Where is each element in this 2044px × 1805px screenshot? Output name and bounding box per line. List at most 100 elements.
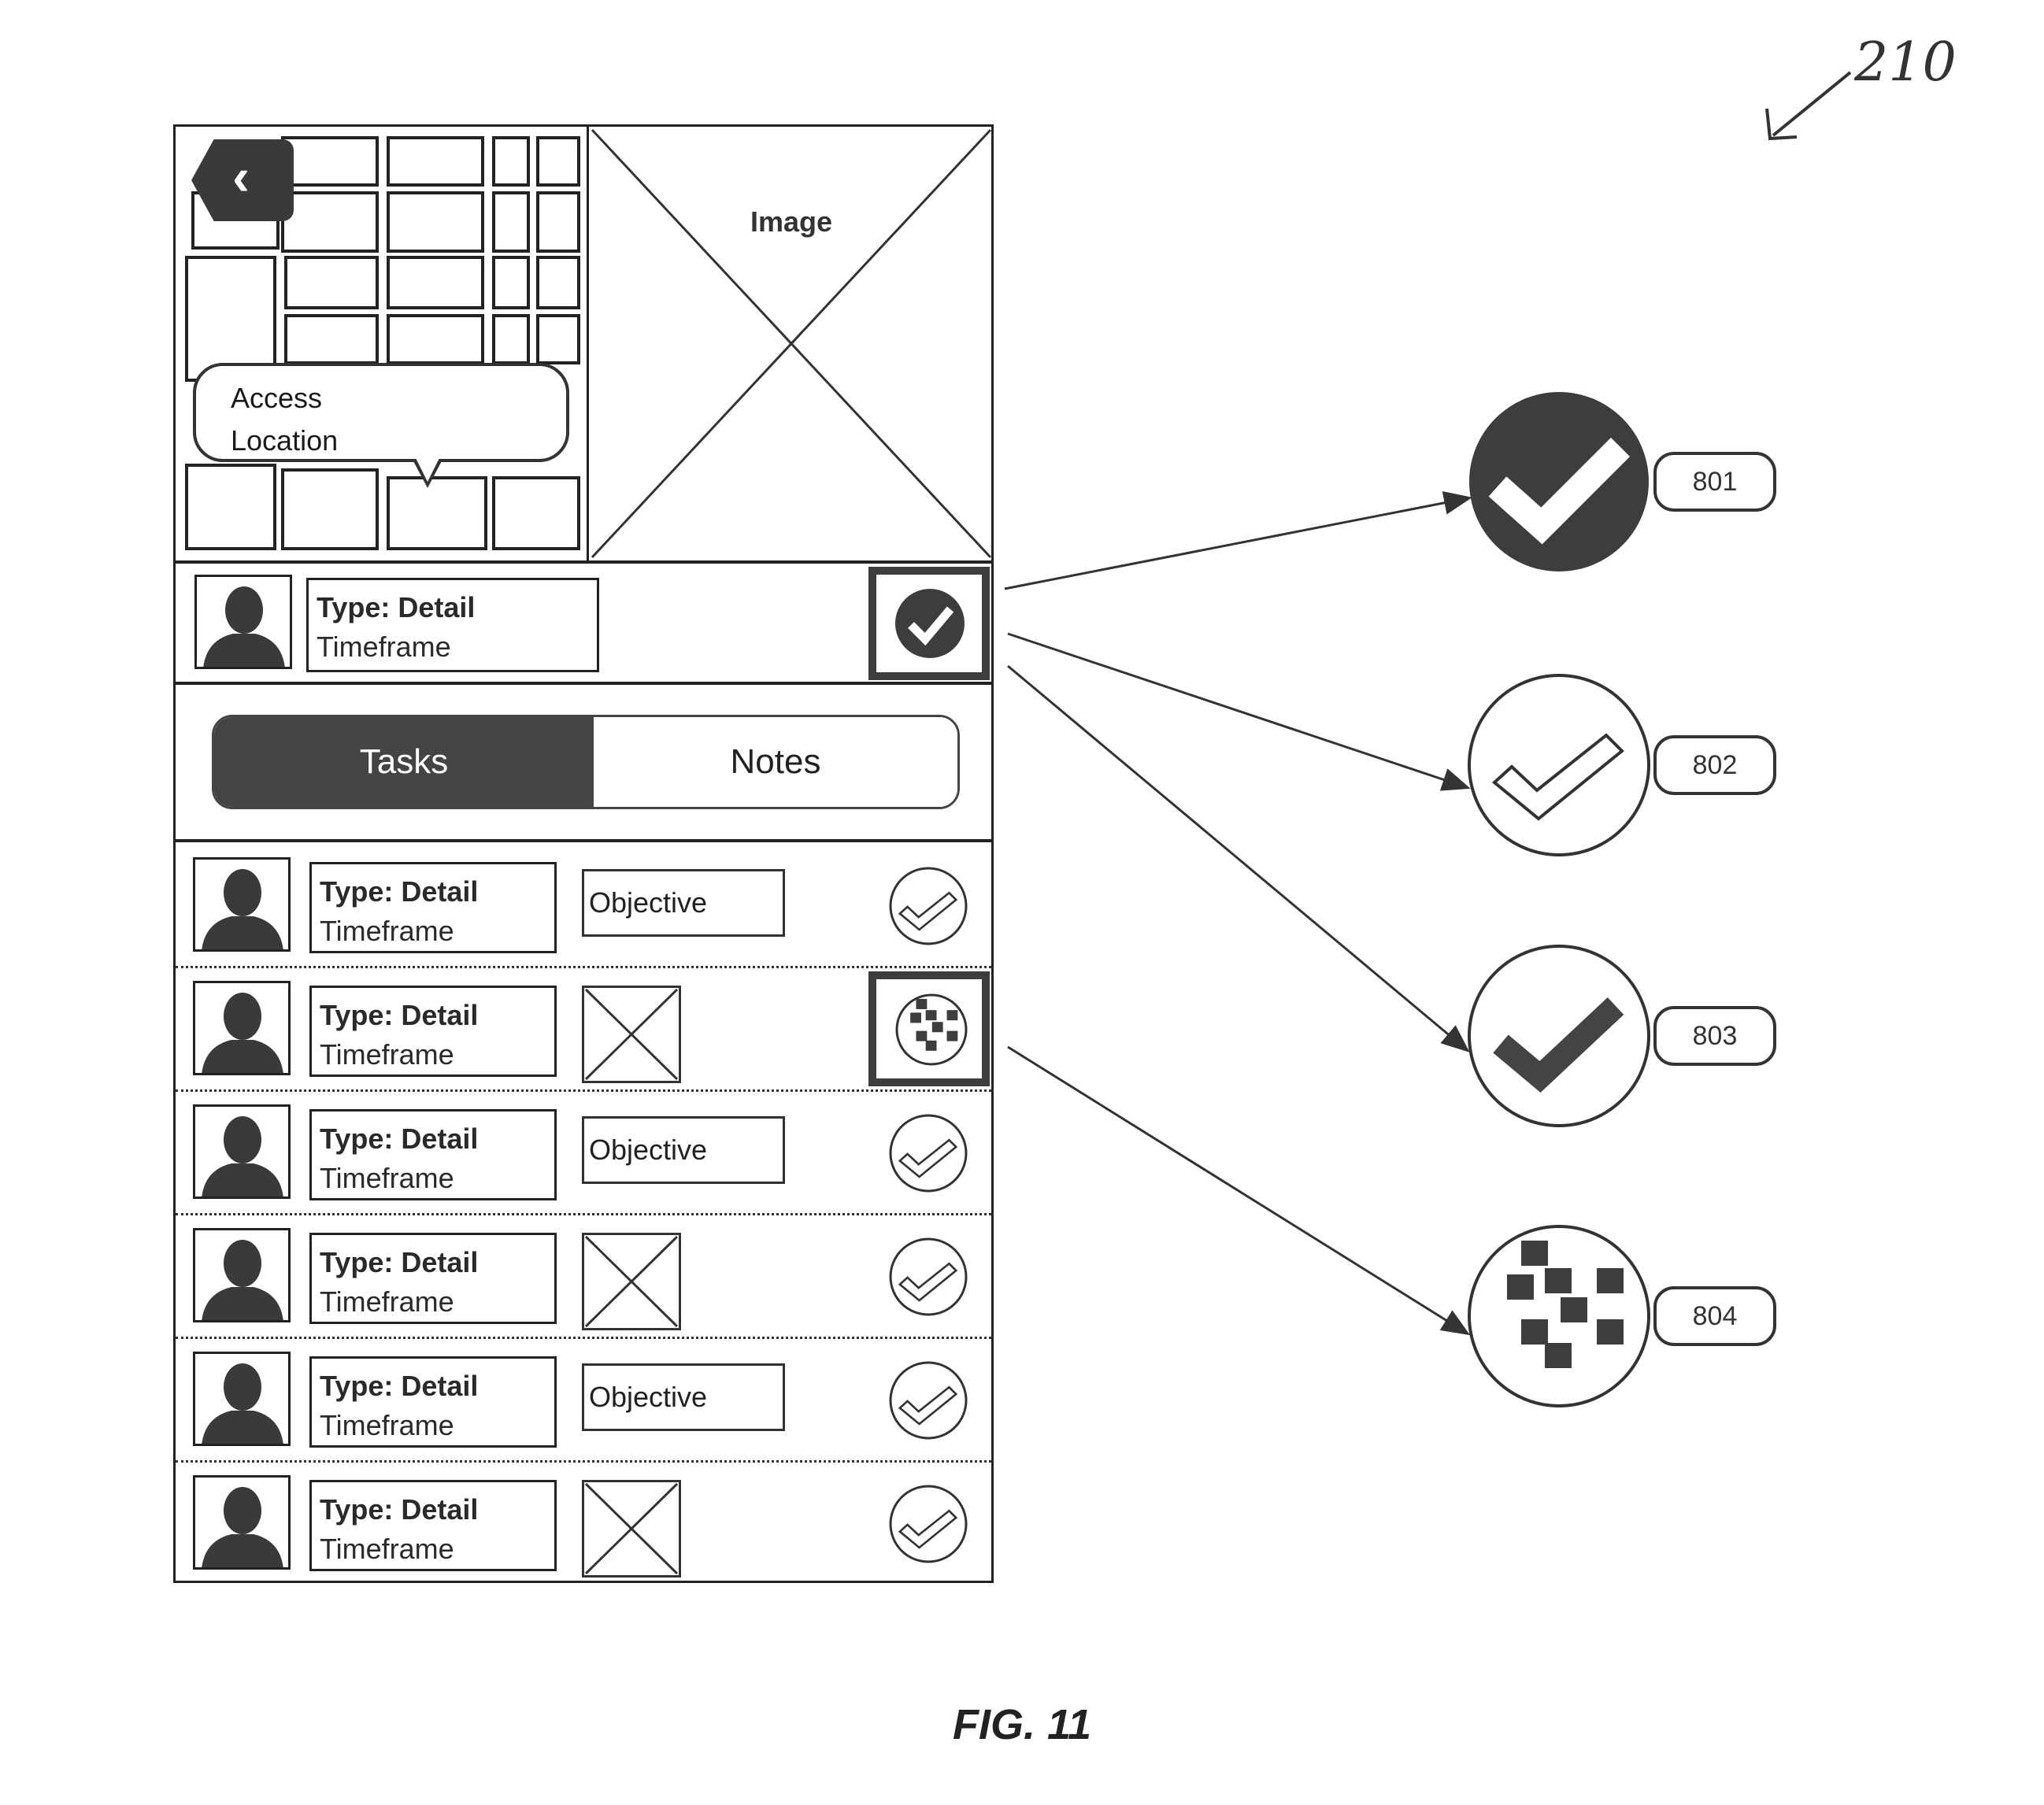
tab-notes[interactable]: Notes (594, 717, 957, 807)
callout-label: 803 (1653, 1006, 1776, 1066)
reference-numeral: 210 (1854, 31, 1957, 94)
detail-box: Type: Detail Timeframe (309, 986, 557, 1077)
image-placeholder-icon (591, 128, 992, 559)
task-row[interactable]: Type: Detail Timeframe Objective (176, 1092, 991, 1215)
tab-bar-area: Tasks Notes (176, 685, 991, 842)
header-item-status[interactable] (868, 567, 990, 680)
map-view[interactable]: ‹ Access Location (176, 127, 589, 560)
arrow-803 (1007, 664, 1470, 1052)
avatar (194, 575, 292, 669)
scatter-squares-circle-icon (895, 993, 968, 1066)
type-detail-label: Type: Detail (320, 1370, 479, 1402)
arrow-804 (1007, 1045, 1471, 1336)
callout-label: 802 (1653, 735, 1776, 795)
type-detail-label: Type: Detail (320, 875, 479, 908)
check-outline-circle-icon (889, 1114, 968, 1193)
check-outline-circle-icon (1468, 674, 1650, 856)
timeframe-label: Timeframe (320, 1038, 454, 1071)
phone-screen: ‹ Access Location Image Type: Detail Tim… (173, 124, 994, 1583)
check-outline-circle-icon (889, 1361, 968, 1440)
objective-field[interactable]: Objective (582, 869, 785, 937)
access-location-callout[interactable]: Access Location (193, 363, 569, 462)
header-detail-box: Type: Detail Timeframe (306, 578, 599, 672)
task-row[interactable]: Type: Detail Timeframe (176, 1215, 991, 1339)
callout-line-1: Access (231, 382, 323, 414)
figure-caption: FIG. 11 (952, 1701, 1092, 1748)
type-detail-label: Type: Detail (320, 999, 479, 1031)
segmented-control: Tasks Notes (212, 715, 960, 809)
reference-arrow-icon (1765, 71, 1852, 141)
header-item[interactable]: Type: Detail Timeframe (176, 560, 991, 685)
timeframe-label: Timeframe (320, 1533, 454, 1565)
avatar (193, 981, 291, 1075)
image-thumbnail-placeholder (582, 986, 681, 1083)
callout-icon-803 (1466, 943, 1652, 1129)
task-row[interactable]: Type: Detail Timeframe Objective (176, 845, 991, 968)
detail-box: Type: Detail Timeframe (309, 1480, 557, 1571)
check-outline-circle-icon (889, 867, 968, 945)
person-silhouette-icon (202, 869, 283, 949)
image-label: Image (750, 205, 833, 238)
objective-label: Objective (589, 1381, 708, 1413)
avatar (193, 1352, 291, 1446)
scatter-squares-circle-icon (1468, 1225, 1650, 1407)
task-row-status[interactable] (887, 1483, 969, 1565)
detail-box: Type: Detail Timeframe (309, 862, 557, 953)
image-placeholder-icon (584, 1235, 679, 1328)
task-row[interactable]: Type: Detail Timeframe Objective (176, 1339, 991, 1463)
image-thumbnail-placeholder (582, 1233, 681, 1330)
task-row-status[interactable] (887, 1112, 969, 1194)
task-row-status[interactable] (887, 865, 969, 947)
location-callout-tail-fill (415, 457, 440, 482)
type-detail-label: Type: Detail (320, 1123, 479, 1155)
avatar (193, 1228, 291, 1322)
callout-label: 801 (1653, 452, 1776, 512)
callout-line-2: Location (231, 424, 339, 457)
task-row[interactable]: Type: Detail Timeframe (176, 1463, 991, 1586)
detail-box: Type: Detail Timeframe (309, 1356, 557, 1448)
callout-icon-802 (1466, 672, 1652, 858)
type-detail-label: Type: Detail (320, 1246, 479, 1278)
image-placeholder-icon (584, 1482, 679, 1575)
objective-field[interactable]: Objective (582, 1116, 785, 1184)
timeframe-label: Timeframe (317, 631, 451, 663)
avatar (193, 1104, 291, 1199)
task-row-status[interactable] (887, 1236, 969, 1318)
timeframe-label: Timeframe (320, 1162, 454, 1194)
tab-tasks[interactable]: Tasks (214, 717, 594, 807)
image-placeholder: Image (589, 127, 994, 560)
task-row[interactable]: Type: Detail Timeframe (176, 968, 991, 1092)
task-row-status[interactable] (868, 971, 990, 1086)
task-row-status[interactable] (887, 1359, 969, 1441)
check-outline-circle-icon (889, 1485, 968, 1563)
person-silhouette-icon (202, 1363, 283, 1444)
timeframe-label: Timeframe (320, 1409, 454, 1441)
callout-icon-804 (1466, 1223, 1652, 1409)
check-bold-circle-icon (1468, 945, 1650, 1127)
person-silhouette-icon (202, 1116, 283, 1197)
objective-label: Objective (589, 1134, 708, 1166)
check-filled-circle-icon (895, 589, 965, 658)
chevron-left-icon: ‹ (232, 147, 250, 205)
back-button[interactable]: ‹ (191, 139, 294, 221)
detail-box: Type: Detail Timeframe (309, 1109, 557, 1200)
arrow-802 (1007, 632, 1471, 791)
arrow-801 (1004, 491, 1472, 590)
person-silhouette-icon (203, 586, 285, 667)
person-silhouette-icon (202, 993, 283, 1073)
objective-field[interactable]: Objective (582, 1363, 785, 1431)
image-placeholder-icon (584, 988, 679, 1081)
avatar (193, 1475, 291, 1570)
check-filled-circle-icon (1469, 392, 1649, 571)
person-silhouette-icon (202, 1240, 283, 1320)
timeframe-label: Timeframe (320, 915, 454, 947)
image-thumbnail-placeholder (582, 1480, 681, 1578)
person-silhouette-icon (202, 1487, 283, 1567)
avatar (193, 857, 291, 952)
timeframe-label: Timeframe (320, 1285, 454, 1318)
type-detail-label: Type: Detail (317, 591, 476, 623)
callout-label: 804 (1653, 1286, 1776, 1346)
type-detail-label: Type: Detail (320, 1493, 479, 1526)
detail-box: Type: Detail Timeframe (309, 1233, 557, 1324)
